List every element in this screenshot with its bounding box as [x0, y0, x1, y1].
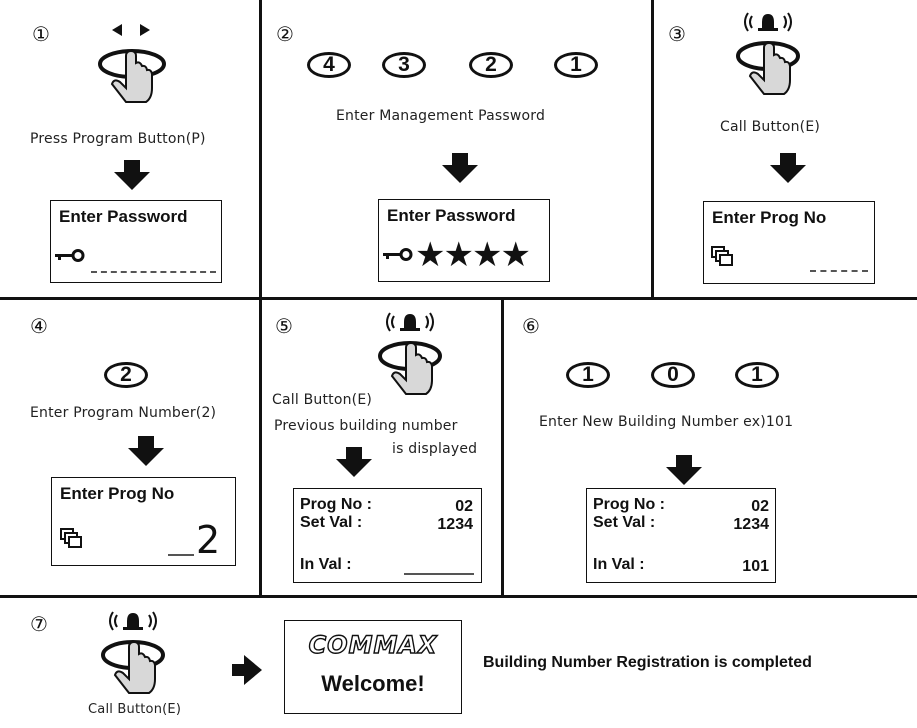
step-3-caption: Call Button(E): [720, 119, 821, 135]
lcd-title: Enter Prog No: [712, 208, 827, 227]
finger-icon: [110, 49, 153, 103]
set-val-value: 1234: [733, 516, 769, 533]
lcd-screen-2: Enter Password ★★★★: [378, 199, 550, 282]
divider-v2: [651, 0, 654, 299]
down-arrow-icon: [442, 153, 478, 183]
down-arrow-icon: [128, 436, 164, 466]
in-val-value: 101: [742, 558, 769, 575]
step-2-number: ②: [276, 22, 294, 46]
digit-button: 2: [469, 52, 513, 78]
step-3-number: ③: [668, 22, 686, 46]
lcd-title: Enter Prog No: [60, 484, 175, 503]
copy-icon: [711, 246, 733, 266]
digit-button: 1: [554, 52, 598, 78]
password-placeholder: [91, 271, 216, 273]
step-1-caption: Press Program Button(P): [30, 131, 206, 147]
step-2-caption: Enter Management Password: [336, 108, 546, 124]
step-1-number: ①: [32, 22, 50, 46]
copy-icon: [60, 528, 82, 548]
lcd-screen-4: Enter Prog No 2: [51, 477, 236, 566]
digit-button: 2: [104, 362, 148, 388]
welcome-text: Welcome!: [321, 671, 425, 696]
set-val-label: Set Val :: [300, 514, 363, 531]
in-val-label: In Val :: [593, 556, 645, 573]
set-val-label: Set Val :: [593, 514, 656, 531]
step-6-number: ⑥: [522, 314, 540, 338]
welcome-screen: COMMAX Welcome!: [284, 620, 462, 714]
in-val-label: In Val :: [300, 556, 352, 573]
lcd-title: Enter Password: [59, 207, 188, 226]
key-icon: [55, 249, 85, 262]
step-5-note-line2: is displayed: [392, 441, 478, 457]
right-arrow-icon: [232, 655, 262, 685]
program-number-value: 2: [196, 518, 221, 562]
lcd-screen-1: Enter Password: [50, 200, 222, 283]
step-6-caption: Enter New Building Number ex)101: [539, 414, 794, 430]
step-4-caption: Enter Program Number(2): [30, 405, 217, 421]
down-arrow-icon: [770, 153, 806, 183]
set-val-value: 1234: [437, 516, 473, 533]
call-button-icon: [101, 611, 165, 694]
step-7-caption: Call Button(E): [88, 702, 182, 717]
lcd-screen-3: Enter Prog No: [703, 201, 875, 284]
step-5-note-line1: Previous building number: [274, 418, 458, 434]
prog-no-label: Prog No :: [593, 496, 665, 513]
program-number-placeholder: [168, 554, 194, 556]
digit-button: 3: [382, 52, 426, 78]
step-4-number: ④: [30, 314, 48, 338]
prog-no-value: 02: [751, 498, 769, 515]
lcd-screen-6: Prog No : 02 Set Val : 1234 In Val : 101: [586, 488, 776, 583]
down-arrow-icon: [114, 160, 150, 190]
divider-h2: [0, 595, 917, 598]
program-button-icon: [98, 24, 166, 103]
prog-no-value: 02: [455, 498, 473, 515]
call-button-icon: [378, 312, 442, 395]
digit-button: 0: [651, 362, 695, 388]
call-button-icon: [736, 12, 800, 95]
divider-v1: [259, 0, 262, 299]
divider-v3: [259, 299, 262, 596]
in-val-placeholder: [404, 573, 474, 575]
divider-v4: [501, 299, 504, 596]
digit-button: 1: [735, 362, 779, 388]
lcd-title: Enter Password: [387, 206, 516, 225]
key-icon: [383, 248, 413, 261]
down-arrow-icon: [666, 455, 702, 485]
masked-password: ★★★★: [415, 235, 531, 275]
step-5-number: ⑤: [275, 314, 293, 338]
down-arrow-icon: [336, 447, 372, 477]
commax-logo: COMMAX: [308, 630, 438, 659]
prog-no-label: Prog No :: [300, 496, 372, 513]
program-number-placeholder: [810, 270, 868, 272]
completion-message: Building Number Registration is complete…: [483, 654, 812, 671]
digit-button: 1: [566, 362, 610, 388]
lcd-screen-5: Prog No : 02 Set Val : 1234 In Val :: [293, 488, 482, 583]
step-5-caption: Call Button(E): [272, 392, 373, 408]
step-7-number: ⑦: [30, 612, 48, 636]
divider-h1: [0, 297, 917, 300]
digit-button: 4: [307, 52, 351, 78]
